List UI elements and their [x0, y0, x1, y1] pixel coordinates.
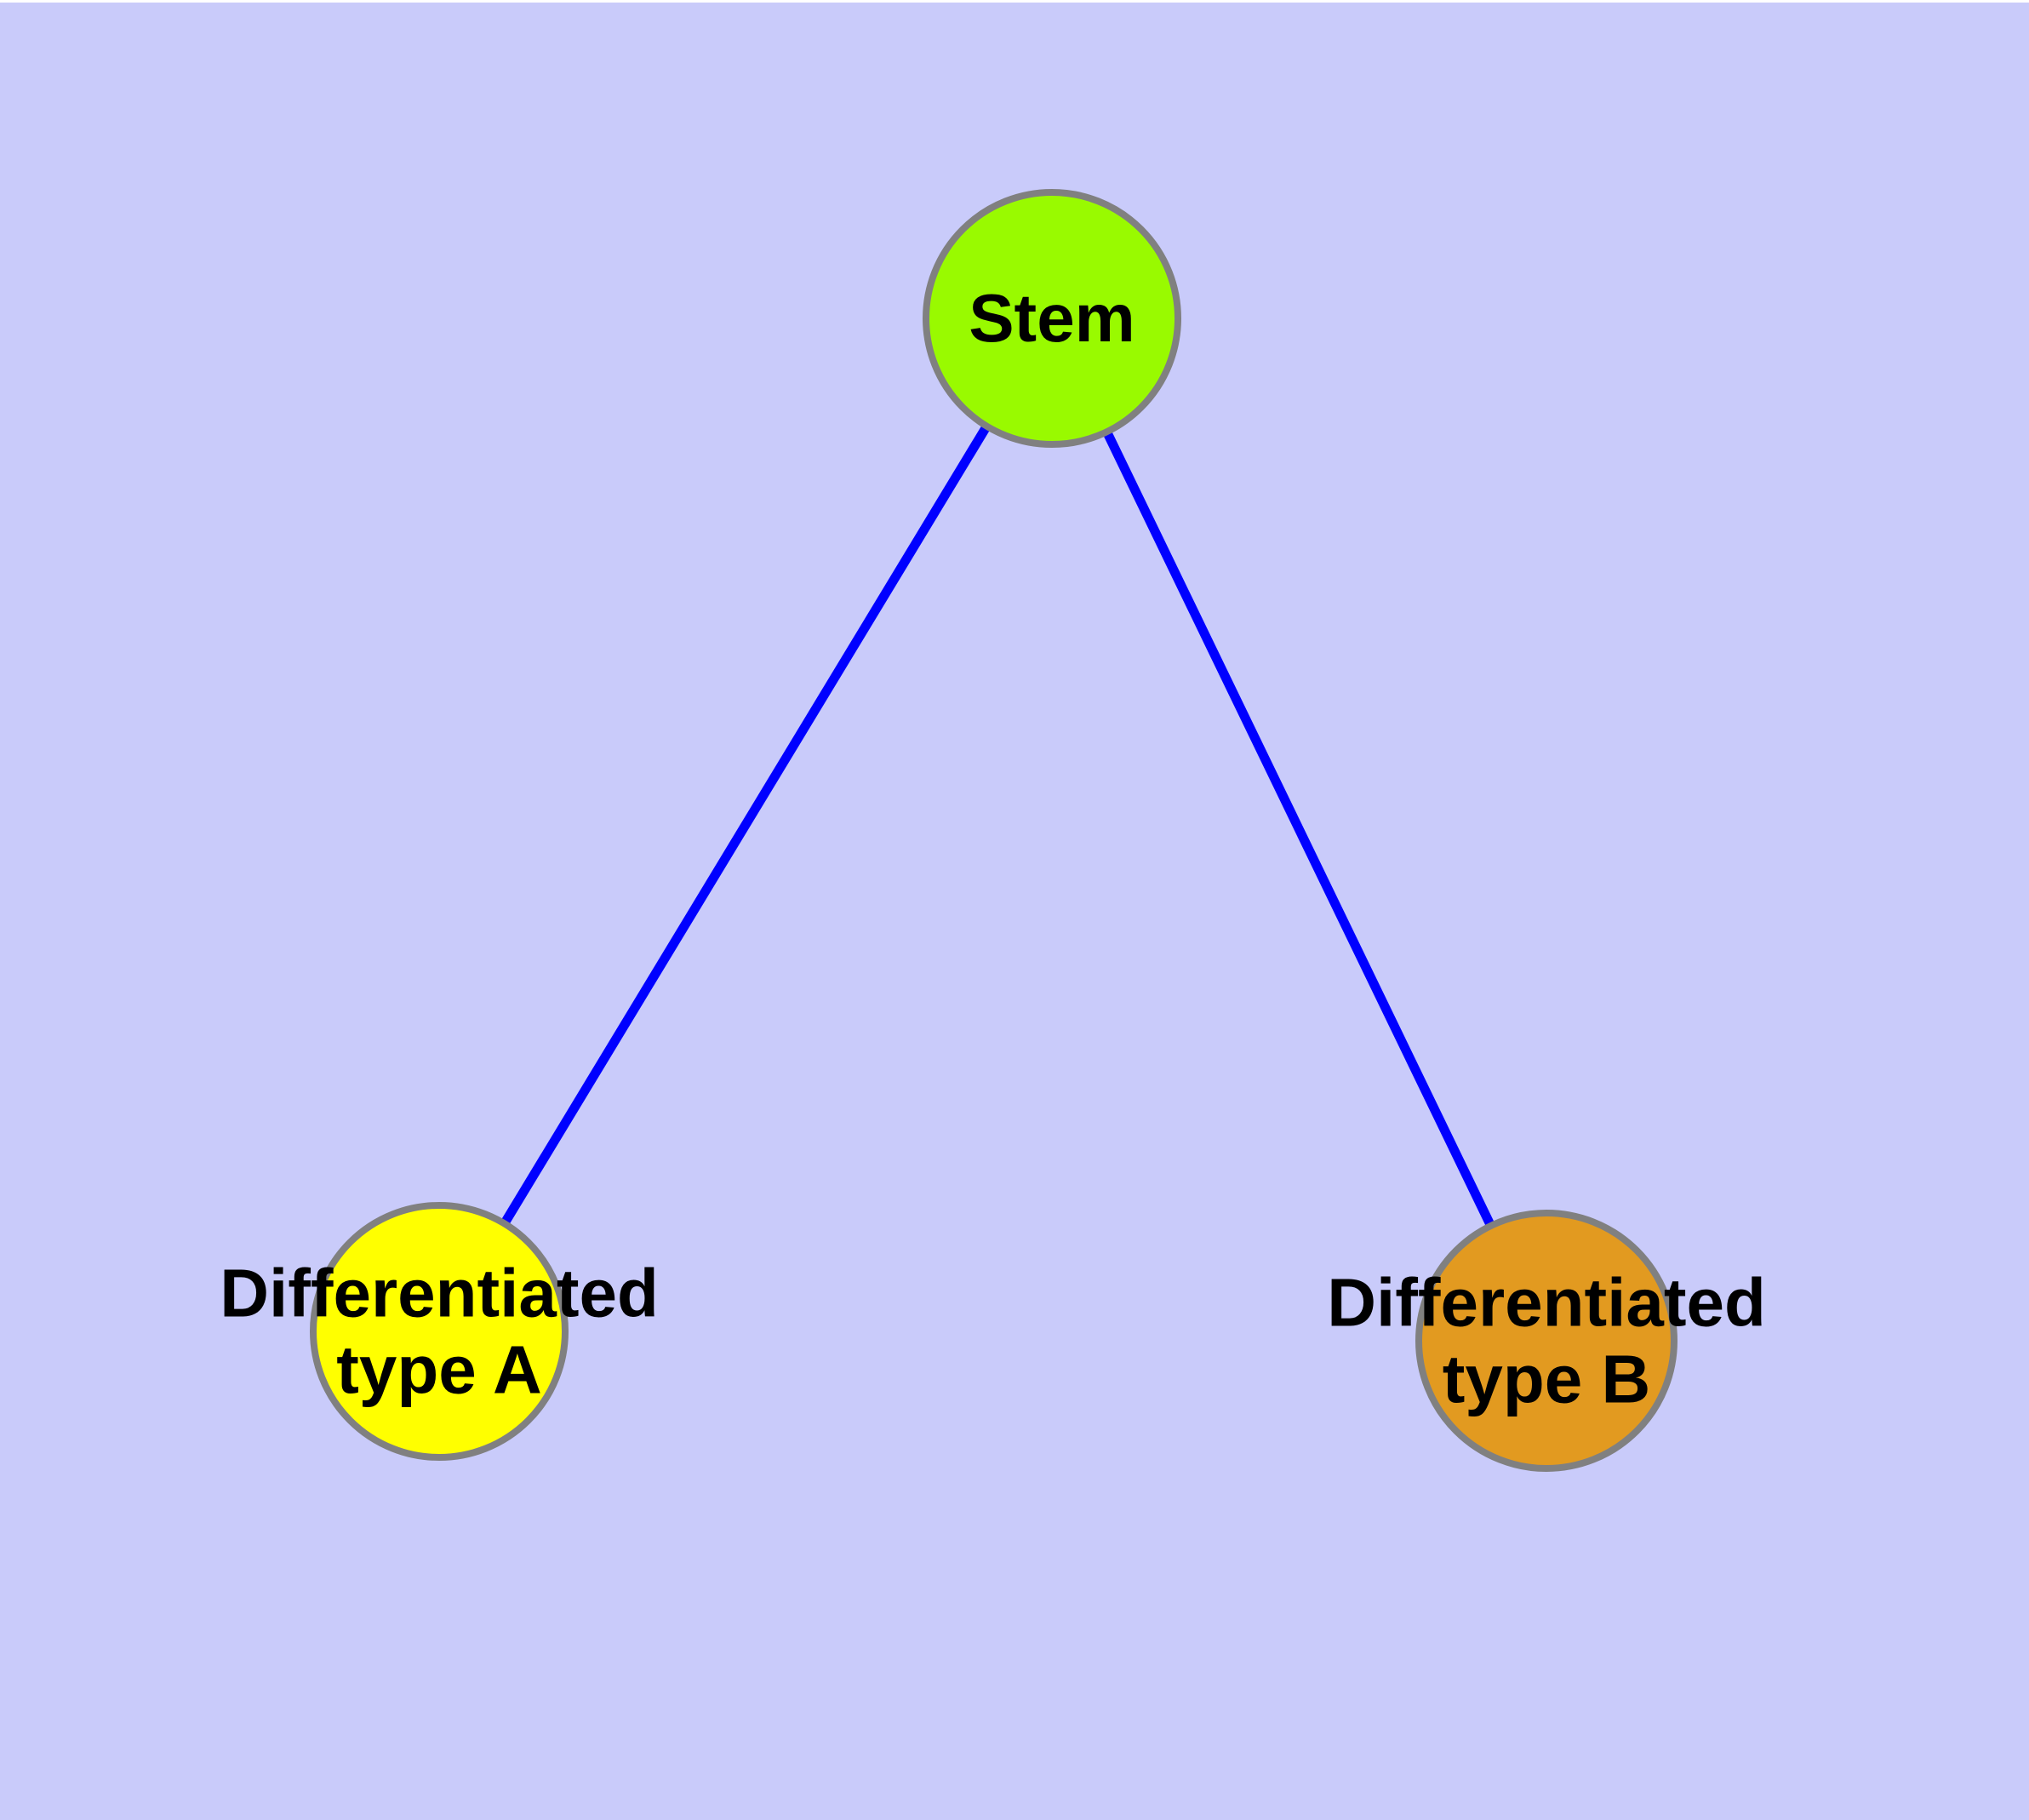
node-differentiated-type-b [1415, 1210, 1677, 1472]
edge-stem-to-type-b [1048, 316, 1551, 1343]
edge-stem-to-type-a [435, 316, 1056, 1334]
graph-canvas: Stem Differentiated type A Differentiate… [0, 3, 2029, 1820]
node-stem [923, 189, 1181, 448]
node-differentiated-type-a [310, 1202, 569, 1461]
graph-svg [310, 189, 1677, 1472]
